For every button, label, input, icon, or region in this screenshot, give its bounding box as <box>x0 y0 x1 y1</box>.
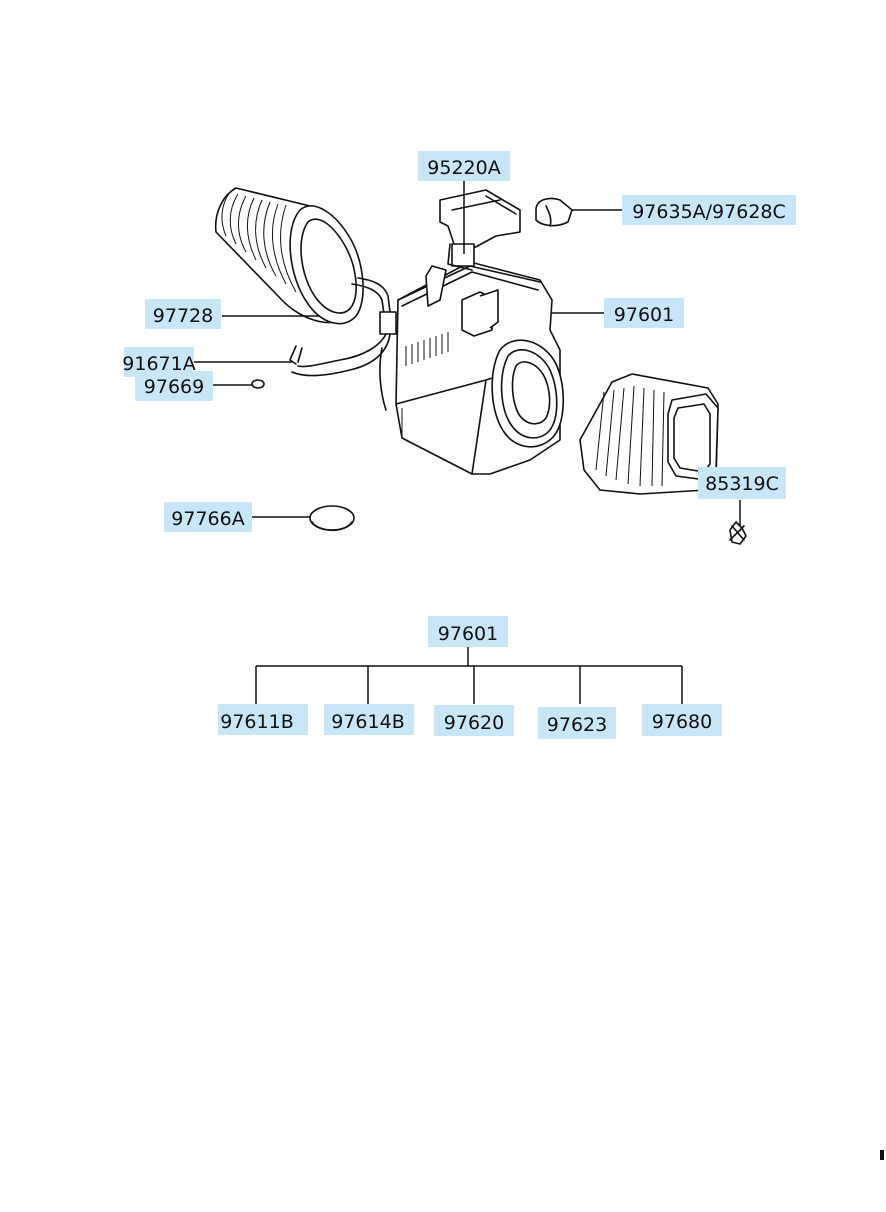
blower-housing <box>395 261 565 475</box>
svg-text:97728: 97728 <box>153 305 213 327</box>
svg-text:97620: 97620 <box>444 712 504 734</box>
small-grommet <box>251 379 265 389</box>
left-duct-bellows <box>214 187 364 325</box>
label-97680: 97680 <box>642 704 722 736</box>
leader-lines <box>193 180 741 704</box>
label-97611B: 97611B <box>218 704 308 735</box>
svg-text:97623: 97623 <box>547 714 607 736</box>
page-edge-mark <box>880 1150 884 1160</box>
wire-harness <box>289 277 397 411</box>
svg-text:97669: 97669 <box>144 376 204 398</box>
label-97669: 97669 <box>135 371 213 401</box>
svg-text:95220A: 95220A <box>427 157 500 179</box>
relay-bracket <box>439 189 521 271</box>
label-97614B: 97614B <box>324 704 414 735</box>
right-duct-bellows <box>579 373 719 495</box>
label-97601-tree: 97601 <box>428 616 508 647</box>
svg-text:97611B: 97611B <box>220 711 293 733</box>
svg-text:85319C: 85319C <box>705 473 779 495</box>
cover-cap <box>309 505 355 532</box>
label-97766A: 97766A <box>164 502 252 532</box>
svg-text:97601: 97601 <box>614 304 674 326</box>
label-97601-main: 97601 <box>604 298 684 328</box>
label-97635A-97628C: 97635A/97628C <box>622 195 796 225</box>
svg-text:91671A: 91671A <box>122 353 195 375</box>
svg-text:97680: 97680 <box>652 711 712 733</box>
svg-text:97601: 97601 <box>438 623 498 645</box>
label-97728: 97728 <box>145 299 221 329</box>
label-97620: 97620 <box>434 705 514 736</box>
label-85319C: 85319C <box>698 467 786 499</box>
svg-text:97635A/97628C: 97635A/97628C <box>632 201 786 223</box>
svg-text:97766A: 97766A <box>171 508 244 530</box>
label-95220A: 95220A <box>418 151 510 181</box>
svg-text:97614B: 97614B <box>331 711 404 733</box>
clip-fastener <box>729 521 747 545</box>
label-97623: 97623 <box>538 707 616 739</box>
small-connector <box>535 197 573 227</box>
